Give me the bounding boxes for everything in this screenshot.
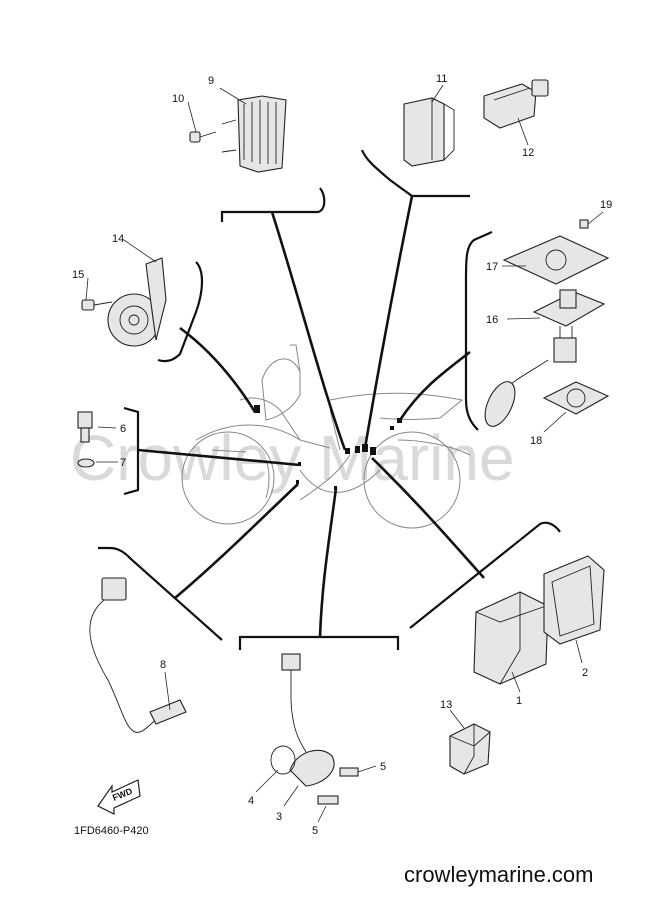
callouts: 1 2 3 4 5 5 6 7 8 9 10 11 12 13 14 15 16… xyxy=(72,73,612,837)
callout-5-a: 5 xyxy=(380,761,386,773)
callout-7: 7 xyxy=(120,457,126,469)
part-sensor-6 xyxy=(77,411,95,468)
callout-2: 2 xyxy=(582,667,588,679)
part-module-11 xyxy=(403,97,455,167)
part-fuel-sender xyxy=(484,219,610,427)
callout-8: 8 xyxy=(160,659,166,671)
callout-4: 4 xyxy=(248,795,254,807)
part-o2-sensor xyxy=(89,577,187,733)
callout-11: 11 xyxy=(436,73,447,85)
part-horn xyxy=(81,257,167,347)
part-rectifier xyxy=(189,95,287,173)
group-brackets xyxy=(98,149,561,650)
diagram-code: 1FD6460-P420 xyxy=(74,825,149,837)
part-switch-12 xyxy=(483,79,549,129)
callout-10: 10 xyxy=(172,93,184,105)
callout-13: 13 xyxy=(440,699,452,711)
callout-1: 1 xyxy=(516,695,522,707)
callout-16: 16 xyxy=(486,314,498,326)
callout-18: 18 xyxy=(530,435,542,447)
callout-leaders xyxy=(85,84,604,823)
motorcycle-outline xyxy=(181,344,471,529)
part-relay-13 xyxy=(449,723,491,775)
callout-19: 19 xyxy=(600,199,612,211)
callout-17: 17 xyxy=(486,261,498,273)
part-sensor-3 xyxy=(270,653,359,805)
site-url: crowleymarine.com xyxy=(404,862,594,887)
callout-6: 6 xyxy=(120,423,126,435)
callout-14: 14 xyxy=(112,233,124,245)
fwd-arrow: FWD xyxy=(97,779,141,815)
watermark: Crowley Marine xyxy=(70,422,515,494)
callout-9: 9 xyxy=(208,75,214,87)
callout-15: 15 xyxy=(72,269,84,281)
leader-lines xyxy=(137,195,485,638)
callout-12: 12 xyxy=(522,147,534,159)
callout-5-b: 5 xyxy=(312,825,318,837)
bike-markers xyxy=(254,405,402,490)
part-ecu xyxy=(473,555,605,685)
callout-3: 3 xyxy=(276,811,282,823)
